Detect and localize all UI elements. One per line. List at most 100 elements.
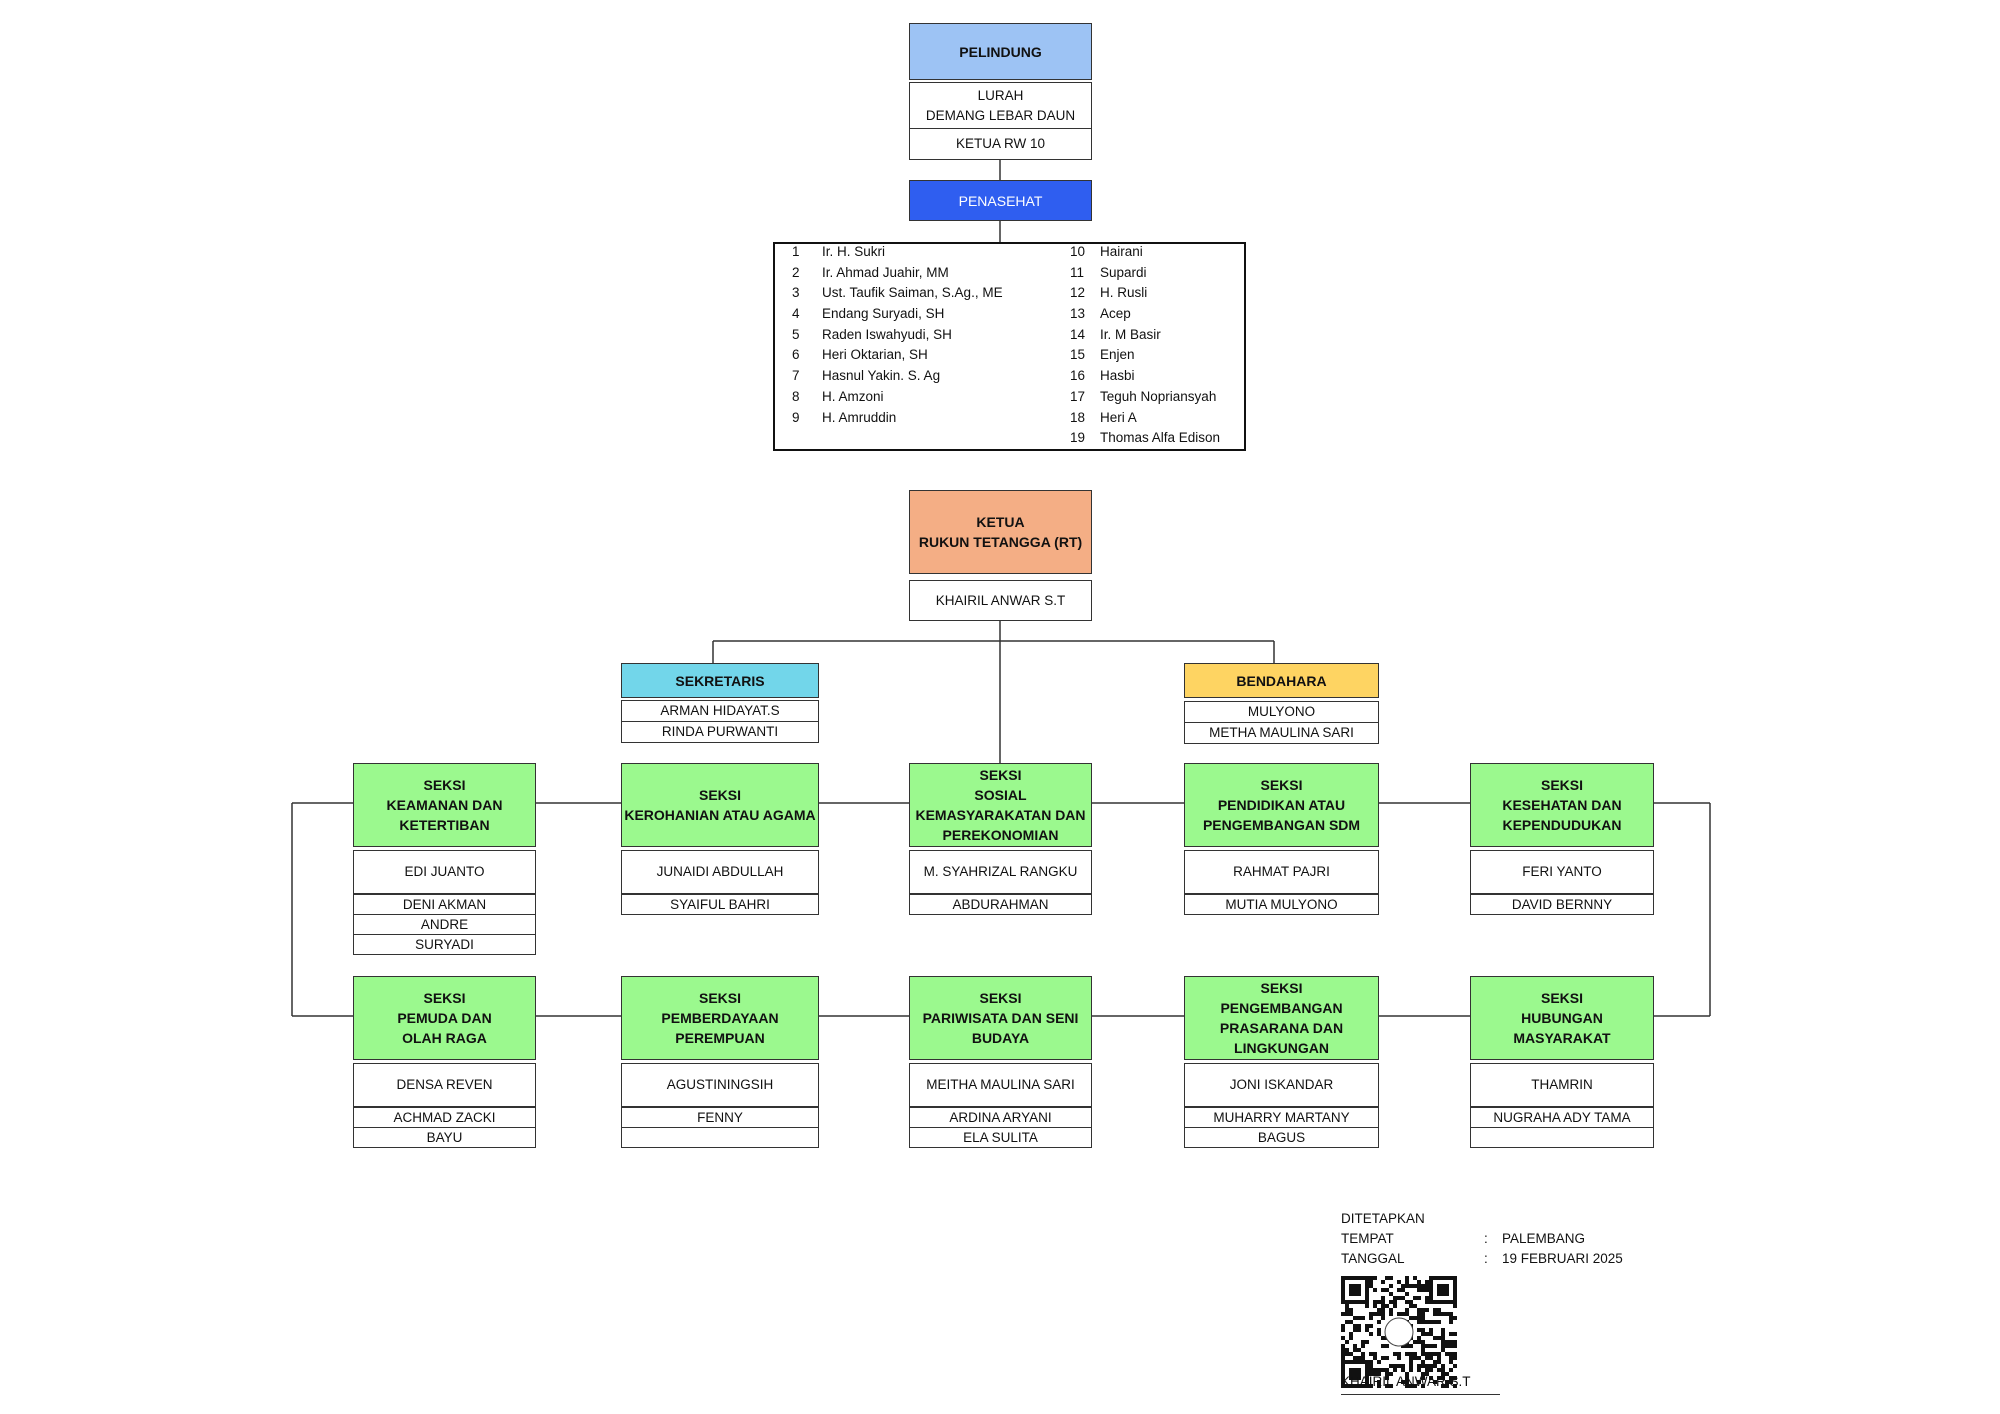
- penasehat-member: 15 Enjen: [1070, 345, 1220, 366]
- seksi-member: NUGRAHA ADY TAMA: [1470, 1107, 1654, 1128]
- seksi-member: FENNY: [621, 1107, 819, 1128]
- seksi-header: SEKSI HUBUNGAN MASYARAKAT: [1470, 976, 1654, 1060]
- tanggal-colon: :: [1484, 1251, 1488, 1266]
- member-name: Endang Suryadi, SH: [822, 306, 945, 322]
- signer-name-text: KHAIRIL ANWAR S.T: [1341, 1374, 1471, 1389]
- member-name: Thomas Alfa Edison: [1100, 430, 1221, 446]
- seksi-member: ACHMAD ZACKI: [353, 1107, 536, 1128]
- penasehat-member: 2 Ir. Ahmad Juahir, MM: [792, 263, 1003, 284]
- member-name: Acep: [1100, 306, 1131, 322]
- member-number: 3: [792, 285, 800, 301]
- seksi-lead: THAMRIN: [1470, 1063, 1654, 1107]
- pelindung-lurah: LURAH DEMANG LEBAR DAUN: [909, 82, 1092, 129]
- seksi-lead: FERI YANTO: [1470, 850, 1654, 894]
- ketua-header: KETUA RUKUN TETANGGA (RT): [909, 490, 1092, 574]
- member-number: 16: [1070, 368, 1086, 384]
- penasehat-member: 14 Ir. M Basir: [1070, 325, 1220, 346]
- member-name: Enjen: [1100, 347, 1135, 363]
- seksi-member: DAVID BERNNY: [1470, 894, 1654, 915]
- tempat-label: TEMPAT: [1341, 1231, 1394, 1246]
- member-number: 6: [792, 347, 800, 363]
- seksi-header: SEKSI PEMBERDAYAAN PEREMPUAN: [621, 976, 819, 1060]
- qr-code-icon: [1341, 1276, 1457, 1388]
- seksi-member: ELA SULITA: [909, 1127, 1092, 1148]
- member-name: Supardi: [1100, 264, 1147, 280]
- member-number: 12: [1070, 285, 1086, 301]
- seksi-lead: JUNAIDI ABDULLAH: [621, 850, 819, 894]
- member-number: 8: [792, 388, 800, 404]
- member-number: 13: [1070, 306, 1086, 322]
- penasehat-header: PENASEHAT: [909, 180, 1092, 221]
- member-number: 19: [1070, 430, 1086, 446]
- member-name: Hairani: [1100, 244, 1143, 259]
- member-number: 1: [792, 244, 800, 259]
- penasehat-member: 8 H. Amzoni: [792, 387, 1003, 408]
- seksi-member: ANDRE: [353, 914, 536, 935]
- member-name: H. Amruddin: [822, 409, 897, 425]
- penasehat-member: 6 Heri Oktarian, SH: [792, 345, 1003, 366]
- tanggal-value: 19 FEBRUARI 2025: [1502, 1251, 1623, 1266]
- member-name: Heri Oktarian, SH: [822, 347, 928, 363]
- seksi-lead: EDI JUANTO: [353, 850, 536, 894]
- penasehat-member: 19 Thomas Alfa Edison: [1070, 428, 1220, 449]
- seksi-lead: JONI ISKANDAR: [1184, 1063, 1379, 1107]
- penasehat-members-box: [773, 242, 1246, 451]
- penasehat-member: 1 Ir. H. Sukri: [792, 242, 1003, 263]
- member-name: Ir. M Basir: [1100, 326, 1161, 342]
- tempat-colon: :: [1484, 1231, 1488, 1246]
- member-name: Ir. H. Sukri: [822, 244, 886, 259]
- tempat-value: PALEMBANG: [1502, 1231, 1586, 1246]
- seksi-lead: MEITHA MAULINA SARI: [909, 1063, 1092, 1107]
- seksi-member: ARDINA ARYANI: [909, 1107, 1092, 1128]
- seksi-header: SEKSI KESEHATAN DAN KEPENDUDUKAN: [1470, 763, 1654, 847]
- ditetapkan-label: DITETAPKAN: [1341, 1211, 1425, 1226]
- member-name: Hasnul Yakin. S. Ag: [822, 368, 941, 384]
- seksi-member: ABDURAHMAN: [909, 894, 1092, 915]
- ketua-name: KHAIRIL ANWAR S.T: [909, 580, 1092, 621]
- member-number: 5: [792, 326, 800, 342]
- seksi-member: [621, 1127, 819, 1148]
- seksi-header: SEKSI KEROHANIAN ATAU AGAMA: [621, 763, 819, 847]
- member-number: 9: [792, 409, 800, 425]
- seksi-member: DENI AKMAN: [353, 894, 536, 915]
- seksi-header: SEKSI KEAMANAN DAN KETERTIBAN: [353, 763, 536, 847]
- member-name: Ust. Taufik Saiman, S.Ag., ME: [822, 285, 1003, 301]
- member-name: Heri A: [1100, 409, 1137, 425]
- seksi-lead: DENSA REVEN: [353, 1063, 536, 1107]
- seksi-member: SURYADI: [353, 934, 536, 955]
- seksi-member: [1470, 1127, 1654, 1148]
- sekretaris-member: RINDA PURWANTI: [621, 721, 819, 743]
- member-number: 2: [792, 264, 800, 280]
- member-name: Ir. Ahmad Juahir, MM: [822, 264, 949, 280]
- seksi-lead: AGUSTININGSIH: [621, 1063, 819, 1107]
- member-name: H. Amzoni: [822, 388, 884, 404]
- signer-name: [1341, 1394, 1500, 1413]
- penasehat-member: 12 H. Rusli: [1070, 283, 1220, 304]
- member-name: H. Rusli: [1100, 285, 1148, 301]
- seksi-lead: RAHMAT PAJRI: [1184, 850, 1379, 894]
- seksi-lead: M. SYAHRIZAL RANGKU: [909, 850, 1092, 894]
- penasehat-member: 9 H. Amruddin: [792, 408, 1003, 429]
- seksi-member: BAGUS: [1184, 1127, 1379, 1148]
- seksi-header: SEKSI PARIWISATA DAN SENI BUDAYA: [909, 976, 1092, 1060]
- signature-block: DITETAPKAN TEMPAT : PALEMBANG TANGGAL : …: [1341, 1209, 1641, 1269]
- seksi-member: MUTIA MULYONO: [1184, 894, 1379, 915]
- member-number: 7: [792, 368, 800, 384]
- pelindung-header: PELINDUNG: [909, 23, 1092, 80]
- member-number: 14: [1070, 326, 1086, 342]
- seksi-member: SYAIFUL BAHRI: [621, 894, 819, 915]
- penasehat-member: 13 Acep: [1070, 304, 1220, 325]
- member-number: 15: [1070, 347, 1086, 363]
- tanggal-label: TANGGAL: [1341, 1251, 1405, 1266]
- seksi-header: SEKSI PENGEMBANGAN PRASARANA DAN LINGKUN…: [1184, 976, 1379, 1060]
- member-number: 4: [792, 306, 800, 322]
- member-number: 11: [1070, 264, 1085, 280]
- penasehat-member: 4 Endang Suryadi, SH: [792, 304, 1003, 325]
- penasehat-list-left: 1 Ir. H. Sukri 2 Ir. Ahmad Juahir, MM 3 Ust. …: [792, 242, 1003, 428]
- seksi-member: BAYU: [353, 1127, 536, 1148]
